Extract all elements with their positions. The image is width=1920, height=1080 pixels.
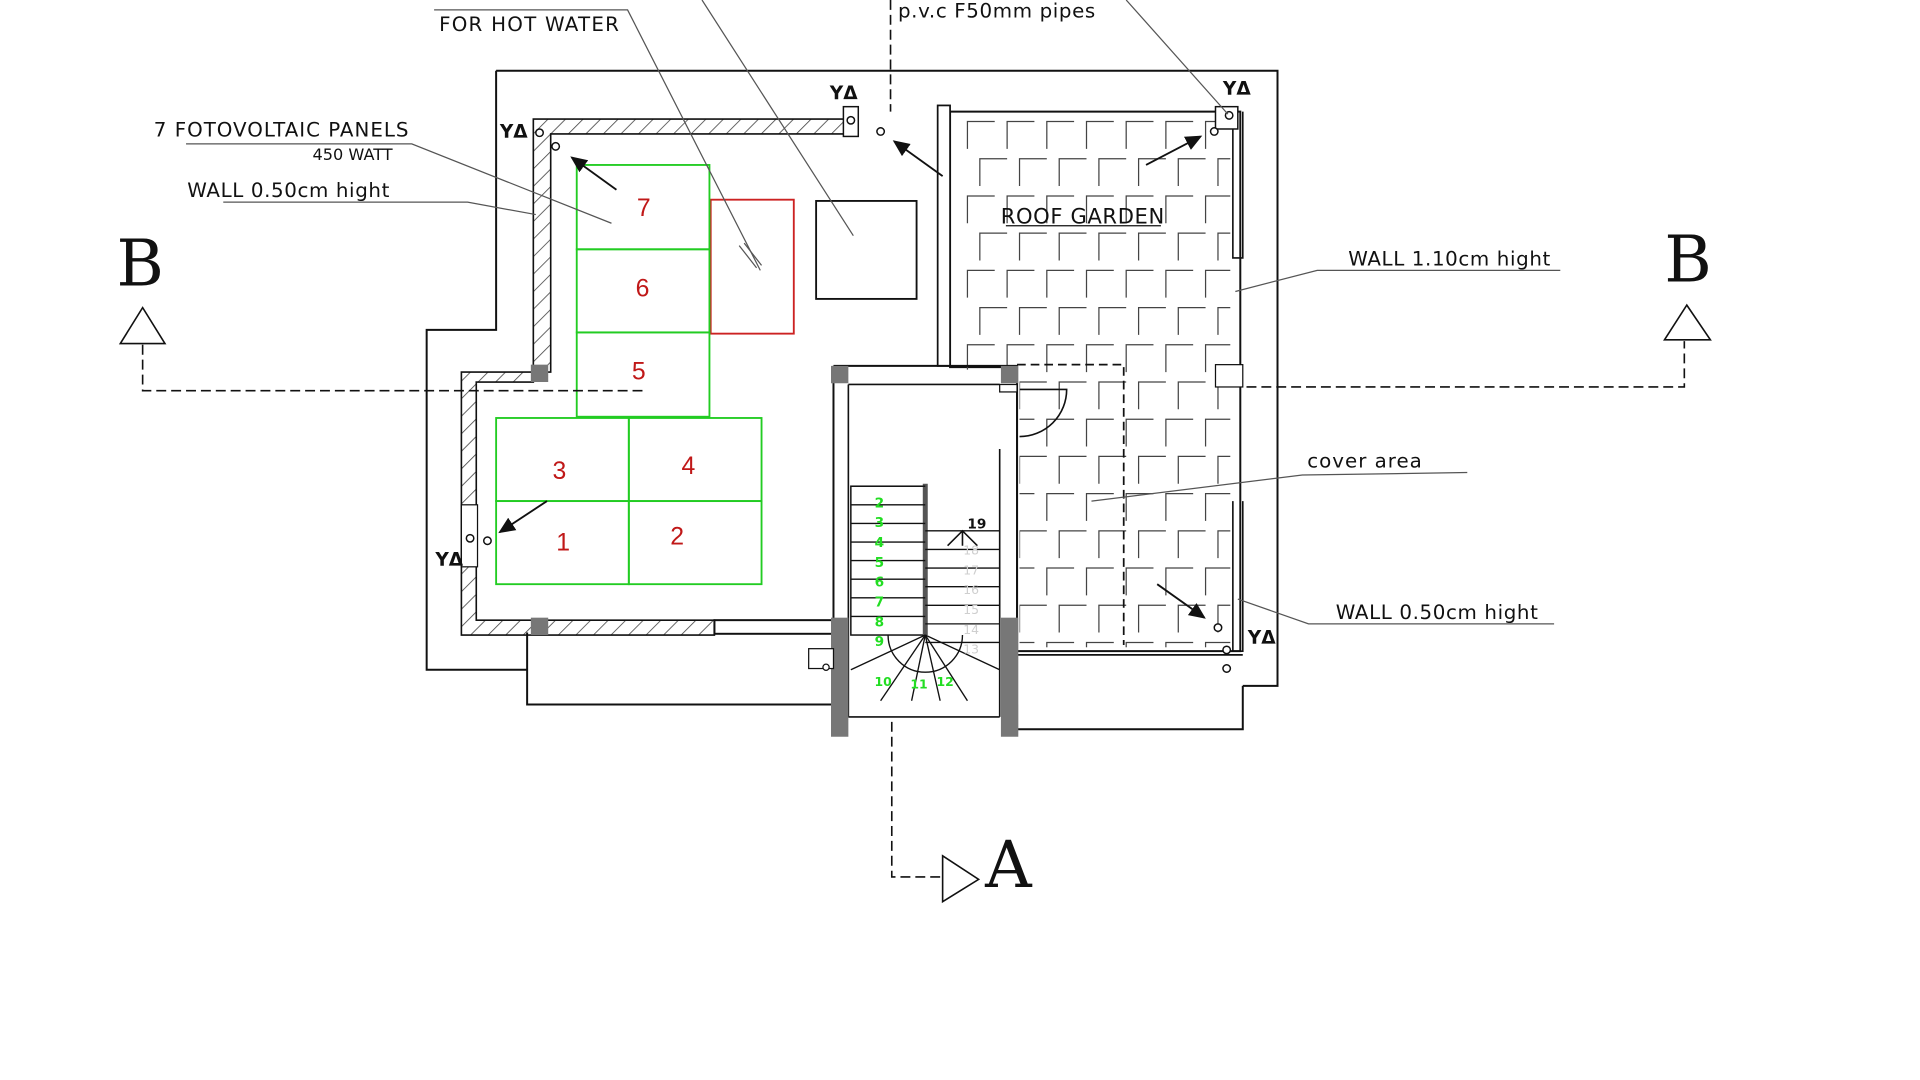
drain-symbols: ΥΔ ΥΔ ΥΔ ΥΔ ΥΔ xyxy=(434,78,1276,648)
winder-steps xyxy=(850,634,1000,702)
cover-area-label: cover area xyxy=(1307,450,1423,473)
roof-garden-label: ROOF GARDEN xyxy=(1001,203,1165,228)
stair-step-number: 6 xyxy=(875,575,884,591)
stair-step-number: 2 xyxy=(875,495,884,511)
pvc-pipes-label: p.v.c F50mm pipes xyxy=(898,0,1096,22)
stair-top-number: 19 xyxy=(967,516,986,532)
pv-panel-4 xyxy=(627,417,763,503)
svg-text:ΥΔ: ΥΔ xyxy=(434,550,463,571)
flow-arrows xyxy=(498,135,1206,619)
pv-panel-number: 5 xyxy=(632,359,646,386)
wall-050-top-label: WALL 0.50cm hight xyxy=(187,179,390,202)
stair-step-number: 16 xyxy=(963,582,979,597)
section-b-right-label: B xyxy=(1664,223,1711,298)
stair-step-number: 12 xyxy=(936,674,953,689)
stair-step-number: 9 xyxy=(875,634,884,650)
stair-step-number: 14 xyxy=(963,622,979,637)
pv-panel-number: 3 xyxy=(552,458,566,485)
stair-step-number: 15 xyxy=(963,602,979,617)
wall-050-bottom-label: WALL 0.50cm hight xyxy=(1336,601,1539,624)
svg-text:ΥΔ: ΥΔ xyxy=(499,122,528,143)
svg-text:ΥΔ: ΥΔ xyxy=(1247,628,1276,649)
roof-garden: ROOF GARDEN xyxy=(936,104,1244,656)
stair-step-number: 18 xyxy=(963,542,979,557)
pv-watt-label: 450 WATT xyxy=(313,145,393,164)
stair-step-number: 4 xyxy=(875,535,884,551)
stair-step-number: 17 xyxy=(963,562,979,577)
stair-tower: 19 2 3 4 5 6 7 8 9 10 11 12 13 14 15 16 17 18 xyxy=(808,364,1068,737)
pv-panel-number: 4 xyxy=(681,453,695,480)
pv-panels-label: 7 FOTOVOLTAIC PANELS xyxy=(154,118,410,141)
column xyxy=(1000,365,1019,384)
section-a-label: A xyxy=(984,828,1033,903)
stair-step-number: 3 xyxy=(875,515,884,531)
stair-step-number: 8 xyxy=(875,614,884,630)
column xyxy=(831,365,849,384)
svg-text:ΥΔ: ΥΔ xyxy=(829,83,858,104)
column xyxy=(530,617,549,636)
stair-step-number: 5 xyxy=(875,555,884,571)
water-tank xyxy=(815,199,918,300)
pv-panel-number: 1 xyxy=(556,530,570,557)
pv-panel-number: 6 xyxy=(636,275,650,302)
pv-panel-7 xyxy=(575,164,711,251)
column xyxy=(831,617,849,737)
column xyxy=(530,364,549,383)
column xyxy=(1000,617,1019,737)
hot-water-label: FOR HOT WATER xyxy=(439,13,620,36)
parapet-wall-hatched xyxy=(460,118,857,636)
cover-area-outline xyxy=(1017,363,1125,645)
stair-step-number: 10 xyxy=(874,674,892,689)
pv-panel-number: 2 xyxy=(670,523,684,550)
pv-panel-array: 1 2 3 4 5 6 7 xyxy=(495,164,763,586)
stair-step-number: 11 xyxy=(910,676,927,691)
solar-water-heater xyxy=(709,198,795,335)
drain-points xyxy=(465,105,1239,673)
section-b-left-label: B xyxy=(116,226,163,301)
stair-step-number: 13 xyxy=(963,642,979,657)
wall-110-label: WALL 1.10cm hight xyxy=(1348,247,1551,270)
section-lines xyxy=(118,0,1712,904)
door xyxy=(1019,388,1068,438)
stair-step-number: 7 xyxy=(875,595,884,611)
pv-panel-number: 7 xyxy=(637,195,651,222)
svg-text:ΥΔ: ΥΔ xyxy=(1222,78,1251,99)
pv-panel-2 xyxy=(627,500,763,586)
leader-lines xyxy=(186,0,1561,625)
